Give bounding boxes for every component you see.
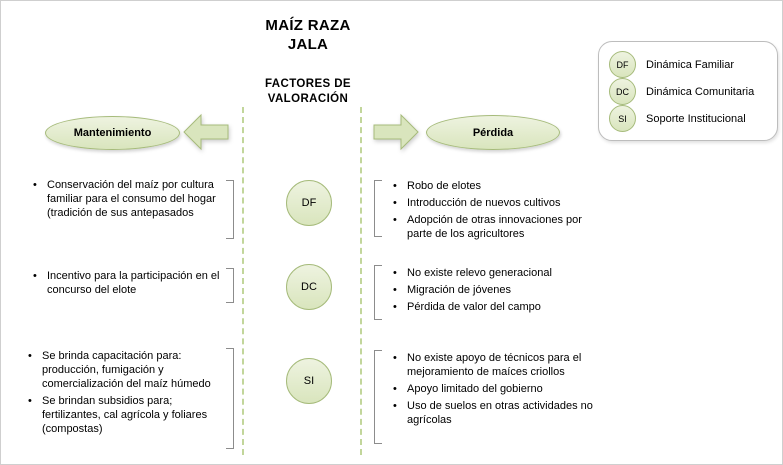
list-item: Conservación del maíz por cultura famili… — [31, 178, 223, 220]
loss-dc-list: No existe relevo generacional Migración … — [391, 266, 596, 317]
list-item: Migración de jóvenes — [391, 283, 596, 297]
factor-circle-df: DF — [286, 180, 332, 226]
legend-df-circle-icon: DF — [609, 51, 636, 78]
legend-row-df: DF Dinámica Familiar — [609, 51, 767, 78]
list-item: Uso de suelos en otras actividades no ag… — [391, 399, 596, 427]
factor-circle-dc: DC — [286, 264, 332, 310]
list-item: Pérdida de valor del campo — [391, 300, 596, 314]
diagram-title: MAÍZ RAZA JALA — [233, 17, 383, 55]
title-line-1: MAÍZ RAZA — [265, 17, 351, 34]
title-line-2: JALA — [287, 35, 329, 53]
legend-dc-label: Dinámica Comunitaria — [646, 85, 755, 98]
left-block-arrow-icon — [183, 113, 229, 151]
maintenance-oval: Mantenimiento — [45, 116, 180, 150]
legend-df-label: Dinámica Familiar — [646, 58, 735, 71]
legend-row-dc: DC Dinámica Comunitaria — [609, 78, 767, 105]
left-df-bracket — [226, 180, 234, 239]
legend-box: DF Dinámica Familiar DC Dinámica Comunit… — [598, 41, 778, 141]
loss-label: Pérdida — [472, 126, 514, 139]
list-item: Robo de elotes — [391, 179, 596, 193]
subtitle-line-1: FACTORES DE — [265, 78, 351, 90]
loss-df-list: Robo de elotes Introducción de nuevos cu… — [391, 179, 596, 244]
right-df-bracket — [374, 180, 382, 237]
list-item: Se brindan subsidios para; fertilizantes… — [26, 394, 223, 436]
legend-si-circle-icon: SI — [609, 105, 636, 132]
left-dc-bracket — [226, 268, 234, 303]
subtitle-line-2: VALORACIÓN — [267, 92, 349, 105]
legend-dc-circle-icon: DC — [609, 78, 636, 105]
loss-si-list: No existe apoyo de técnicos para el mejo… — [391, 351, 596, 430]
loss-oval: Pérdida — [426, 115, 560, 150]
list-item: Introducción de nuevos cultivos — [391, 196, 596, 210]
list-item: Adopción de otras innovaciones por parte… — [391, 213, 596, 241]
dashed-divider-left — [242, 107, 244, 455]
legend-row-si: SI Soporte Institucional — [609, 105, 767, 132]
right-si-bracket — [374, 350, 382, 444]
maintenance-si-list: Se brinda capacitación para: producción,… — [26, 349, 223, 439]
factor-circle-si: SI — [286, 358, 332, 404]
maintenance-df-list: Conservación del maíz por cultura famili… — [31, 178, 223, 223]
right-block-arrow-icon — [373, 113, 419, 151]
right-dc-bracket — [374, 265, 382, 320]
dashed-divider-right — [360, 107, 362, 455]
legend-si-label: Soporte Institucional — [646, 112, 746, 125]
list-item: Se brinda capacitación para: producción,… — [26, 349, 223, 391]
maintenance-dc-list: Incentivo para la participación en el co… — [31, 269, 223, 300]
list-item: Apoyo limitado del gobierno — [391, 382, 596, 396]
left-si-bracket — [226, 348, 234, 449]
list-item: No existe relevo generacional — [391, 266, 596, 280]
list-item: No existe apoyo de técnicos para el mejo… — [391, 351, 596, 379]
list-item: Incentivo para la participación en el co… — [31, 269, 223, 297]
maintenance-label: Mantenimiento — [73, 127, 152, 139]
subtitle-factores: FACTORES DE VALORACIÓN — [243, 77, 373, 107]
